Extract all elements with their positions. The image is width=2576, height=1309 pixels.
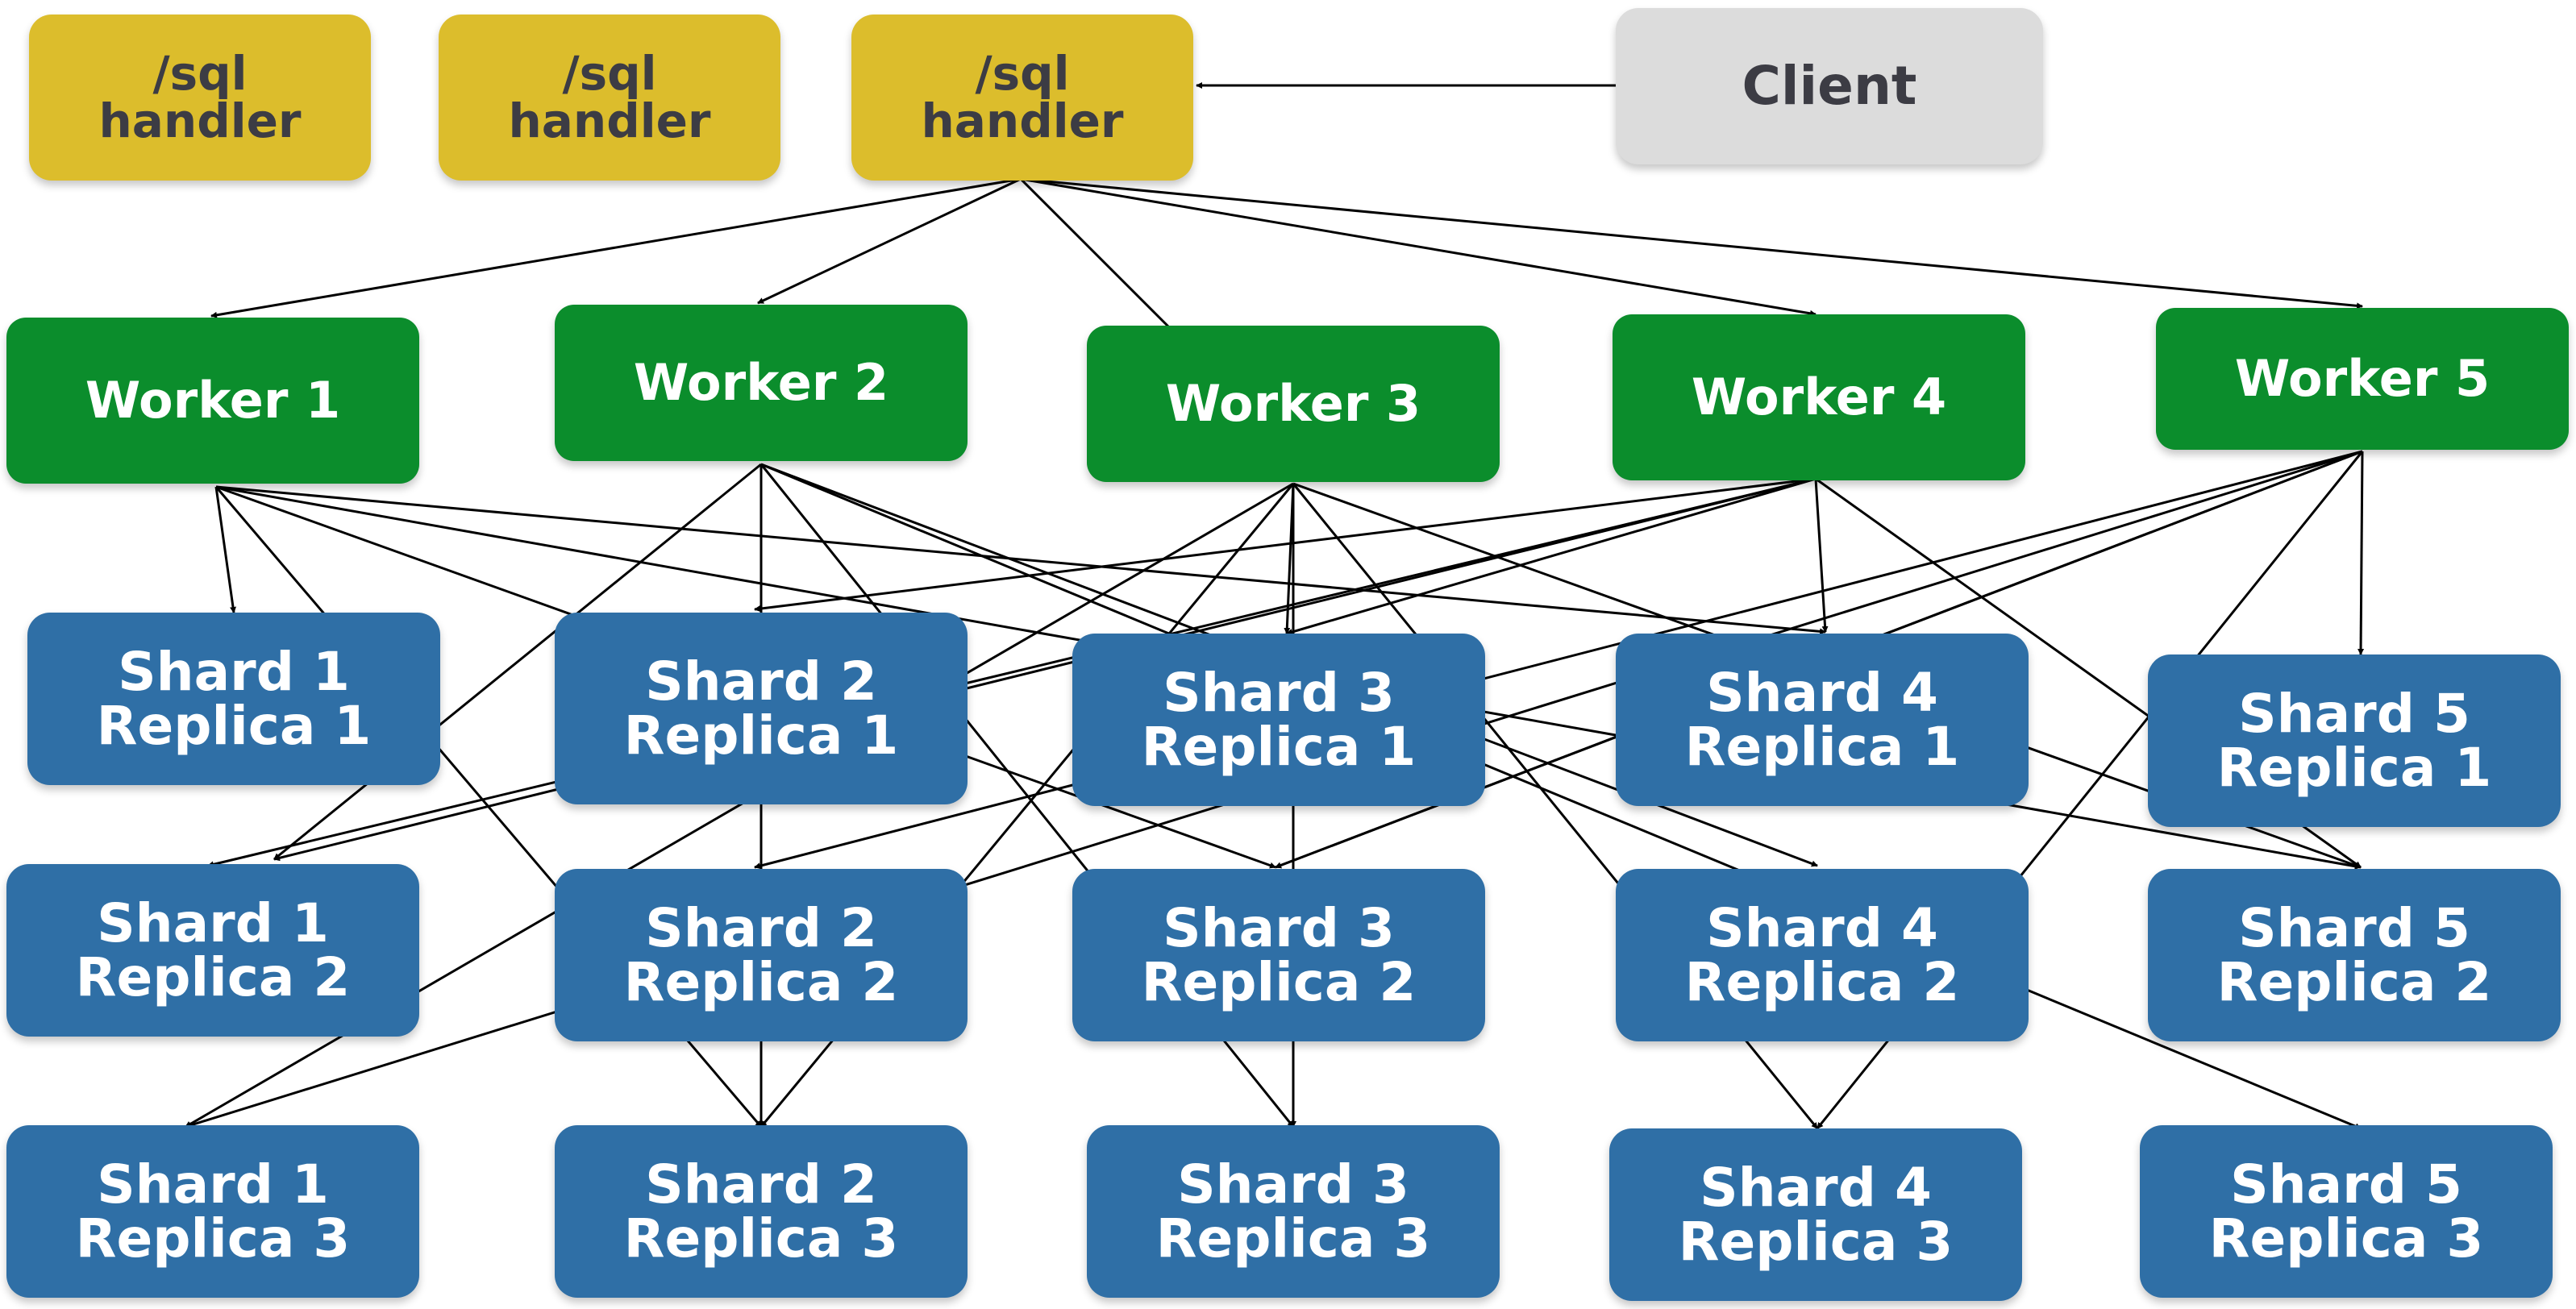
worker-label: Worker 3 <box>1165 374 1421 434</box>
shard-label: Shard 1 <box>97 891 329 954</box>
replica-label: Replica 1 <box>2216 737 2492 799</box>
arrow-handler-to-worker-3 <box>1019 177 1176 334</box>
shard-1-replica-1: Shard 1 Replica 1 <box>27 613 440 785</box>
arrow-worker-4-to-s1r2 <box>273 477 1817 862</box>
worker-1: Worker 1 <box>6 318 419 484</box>
replica-label: Replica 2 <box>2216 951 2492 1013</box>
shard-label: Shard 1 <box>97 1153 329 1216</box>
shard-label: Shard 5 <box>2230 1153 2462 1216</box>
arrow-worker-5-to-s5r1 <box>2358 451 2365 655</box>
shard-4-replica-3: Shard 4 Replica 3 <box>1609 1128 2022 1301</box>
worker-2: Worker 2 <box>555 305 968 461</box>
replica-label: Replica 3 <box>75 1207 351 1270</box>
handler-label: handler <box>98 94 302 148</box>
arrow-handler-to-worker-1 <box>210 177 1022 318</box>
worker-label: Worker 2 <box>633 353 889 413</box>
shard-label: Shard 1 <box>118 640 350 703</box>
replica-label: Replica 3 <box>623 1207 899 1270</box>
replica-label: Replica 1 <box>1684 716 1960 778</box>
replica-label: Replica 2 <box>1684 951 1960 1013</box>
replica-label: Replica 1 <box>96 695 372 757</box>
arrow-handler-to-worker-2 <box>757 177 1022 305</box>
shard-3-replica-3: Shard 3 Replica 3 <box>1087 1125 1500 1298</box>
shard-label: Shard 3 <box>1177 1153 1409 1216</box>
sql-handler-1: /sql handler <box>29 15 371 181</box>
shard-label: Shard 3 <box>1163 661 1395 724</box>
sql-handler-2: /sql handler <box>439 15 780 181</box>
handler-path: /sql <box>562 45 657 101</box>
shard-1-replica-3: Shard 1 Replica 3 <box>6 1125 419 1298</box>
arrow-worker-2-to-s1r2 <box>273 463 762 861</box>
sql-handler-3: /sql handler <box>851 15 1193 181</box>
shard-5-replica-1: Shard 5 Replica 1 <box>2148 654 2561 827</box>
shard-5-replica-2: Shard 5 Replica 2 <box>2148 869 2561 1041</box>
worker-3: Worker 3 <box>1087 326 1500 482</box>
replica-label: Replica 1 <box>1141 716 1417 778</box>
arrow-worker-1-to-s4r1 <box>215 485 1826 635</box>
arrow-worker-4-to-s1r2-alt <box>207 477 1817 868</box>
shard-label: Shard 2 <box>645 896 877 959</box>
shard-label: Shard 4 <box>1700 1156 1932 1219</box>
worker-4: Worker 4 <box>1613 314 2025 480</box>
handler-label: handler <box>921 94 1124 148</box>
shard-label: Shard 3 <box>1163 896 1395 959</box>
replica-label: Replica 2 <box>623 951 899 1013</box>
replica-label: Replica 2 <box>1141 951 1417 1013</box>
shard-4-replica-1: Shard 4 Replica 1 <box>1616 634 2029 806</box>
shard-label: Shard 5 <box>2238 682 2470 745</box>
arrow-handler-to-worker-5 <box>1020 177 2363 310</box>
worker-label: Worker 1 <box>85 371 341 430</box>
handler-path: /sql <box>975 45 1070 101</box>
shard-label: Shard 4 <box>1706 661 1938 724</box>
shard-2-replica-3: Shard 2 Replica 3 <box>555 1125 968 1298</box>
replica-label: Replica 2 <box>75 946 351 1008</box>
shard-3-replica-2: Shard 3 Replica 2 <box>1072 869 1485 1041</box>
shard-1-replica-2: Shard 1 Replica 2 <box>6 864 419 1037</box>
client-box: Client <box>1616 8 2043 164</box>
replica-label: Replica 3 <box>1155 1207 1431 1270</box>
arrow-worker-4-to-s4r1 <box>1814 478 1829 633</box>
worker-5: Worker 5 <box>2156 308 2569 450</box>
arrow-handler-to-worker-4 <box>1020 177 1817 317</box>
replica-label: Replica 1 <box>623 704 899 767</box>
replica-label: Replica 3 <box>2208 1207 2484 1270</box>
worker-label: Worker 4 <box>1691 368 1947 427</box>
arrow-worker-4-to-s2r1 <box>754 477 1817 613</box>
replica-label: Replica 3 <box>1678 1211 1954 1273</box>
shard-4-replica-2: Shard 4 Replica 2 <box>1616 869 2029 1041</box>
shard-label: Shard 2 <box>645 650 877 713</box>
handler-label: handler <box>508 94 711 148</box>
arrow-worker-4-to-s3r1 <box>1286 477 1817 635</box>
shard-2-replica-2: Shard 2 Replica 2 <box>555 869 968 1041</box>
shard-label: Shard 4 <box>1706 896 1938 959</box>
shard-5-replica-3: Shard 5 Replica 3 <box>2140 1125 2553 1298</box>
arrow-worker-1-to-s1r1 <box>214 486 236 613</box>
arrow-worker-5-to-s2r2 <box>754 450 2363 870</box>
handler-path: /sql <box>152 45 248 101</box>
arrow-worker-2-to-s5r3 <box>760 463 2362 1130</box>
shard-label: Shard 2 <box>645 1153 877 1216</box>
shard-label: Shard 5 <box>2238 896 2470 959</box>
shard-3-replica-1: Shard 3 Replica 1 <box>1072 634 1485 806</box>
worker-label: Worker 5 <box>2234 349 2491 409</box>
client-label: Client <box>1742 55 1917 118</box>
shard-2-replica-1: Shard 2 Replica 1 <box>555 613 968 804</box>
